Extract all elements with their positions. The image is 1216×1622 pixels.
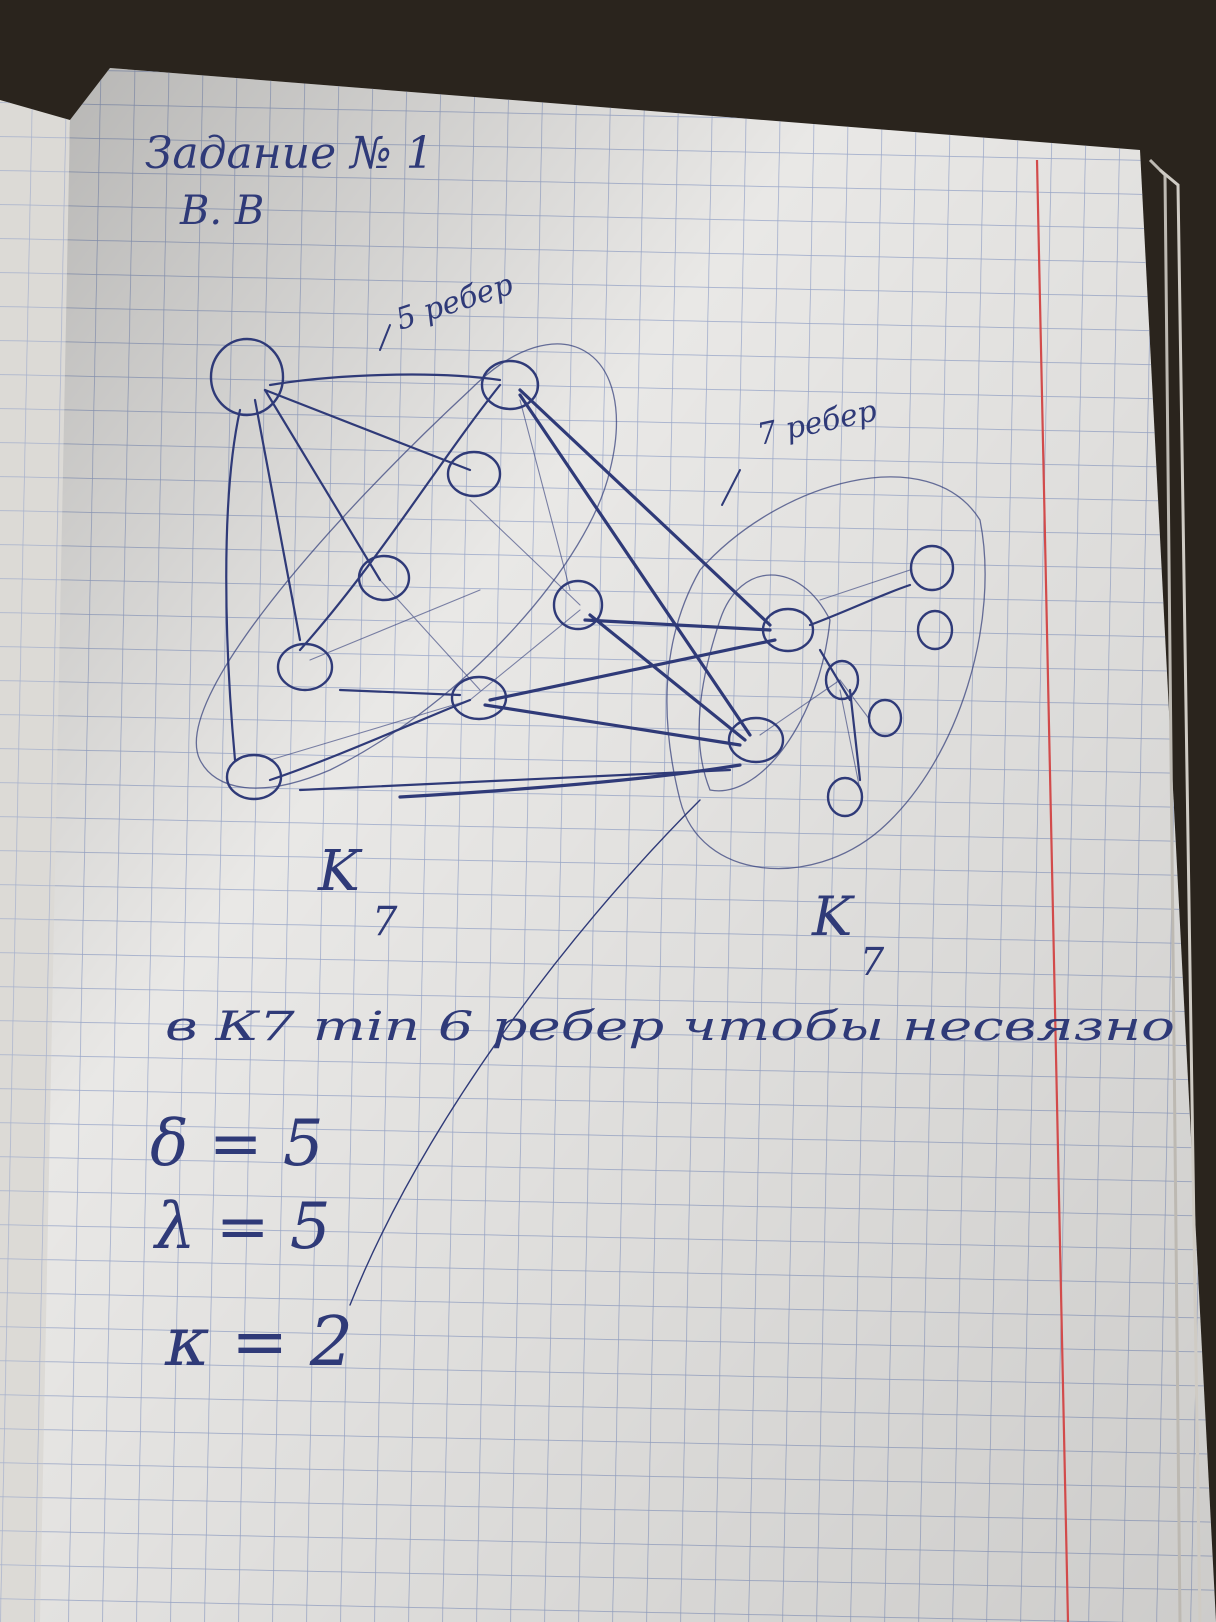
right-vertices [727,544,955,818]
vertex [727,716,785,764]
left-vertices [209,337,604,801]
vertex [209,337,285,417]
left-component-label: K 7 7 [317,839,398,945]
margin-line [1035,159,1070,1622]
vertex [450,675,508,721]
vertex [446,450,502,498]
svg-text:7: 7 [372,899,398,945]
delta-value: δ = 5 [150,1107,324,1181]
kappa-value: κ = 2 [164,1303,353,1382]
vertex [761,607,815,653]
grouping-loops [195,343,986,870]
statement-text: в К7 min 6 ребер чтобы несвязно [165,1004,1175,1050]
svg-text:K: K [317,839,363,904]
variant-label: В. В [179,188,264,234]
notebook-page [40,68,1216,1622]
vertex [225,753,283,801]
medium-edges [225,373,912,792]
vertex [916,609,954,651]
vertex [276,642,334,692]
vertex [826,776,864,818]
bridge-edges [398,388,777,799]
lambda-value: λ = 5 [152,1190,331,1264]
graph-drawing [195,324,986,1306]
vertex [867,698,903,738]
kappa-pointer [349,799,701,1306]
vertex [480,359,540,411]
vertex [909,544,955,592]
svg-text:7: 7 [860,940,885,984]
vertex [357,554,411,602]
vertex [552,579,604,631]
vertex [824,659,860,701]
svg-text:K: K [811,885,855,948]
page-title: Задание № 1 [145,128,434,179]
right-component-label: K 7 [811,885,885,984]
